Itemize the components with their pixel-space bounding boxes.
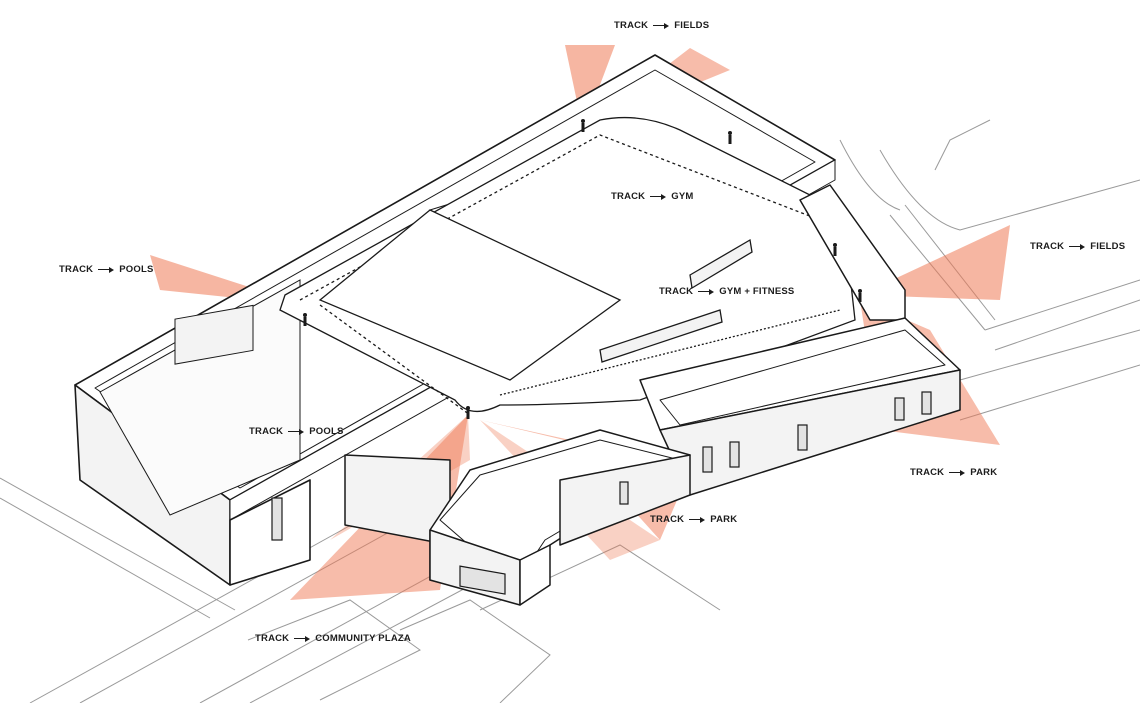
label-track-park-front: TRACK PARK (650, 514, 737, 525)
label-track-pools-left: TRACK POOLS (59, 264, 154, 275)
label-track-fields-top: TRACK FIELDS (614, 20, 709, 31)
arrow-right-icon (1069, 243, 1086, 250)
person-icons (303, 119, 862, 419)
label-from: TRACK (611, 191, 646, 202)
label-to: PARK (970, 467, 998, 478)
front-wing (344, 429, 691, 606)
label-to: COMMUNITY PLAZA (315, 633, 411, 644)
person-icon (466, 406, 470, 419)
label-from: TRACK (249, 426, 284, 437)
label-to: POOLS (309, 426, 344, 437)
person-icon (728, 131, 732, 144)
arrow-right-icon (98, 266, 115, 273)
roof-slab (318, 209, 753, 381)
label-to: POOLS (119, 264, 154, 275)
label-to: GYM + FITNESS (719, 286, 795, 297)
arrow-right-icon (689, 516, 706, 523)
person-icon (858, 289, 862, 302)
label-to: FIELDS (674, 20, 710, 31)
label-from: TRACK (659, 286, 694, 297)
windows (271, 391, 932, 595)
person-icon (581, 119, 585, 132)
label-to: FIELDS (1090, 241, 1126, 252)
arrow-right-icon (949, 469, 966, 476)
label-track-fields-right: TRACK FIELDS (1030, 241, 1125, 252)
label-track-community-plaza: TRACK COMMUNITY PLAZA (255, 633, 411, 644)
person-icon (303, 313, 307, 326)
label-from: TRACK (910, 467, 945, 478)
label-from: TRACK (59, 264, 94, 275)
label-from: TRACK (650, 514, 685, 525)
arrow-right-icon (653, 22, 670, 29)
arrow-right-icon (650, 193, 667, 200)
person-icon (833, 243, 837, 256)
label-track-gym-fitness: TRACK GYM + FITNESS (659, 286, 794, 297)
label-from: TRACK (614, 20, 649, 31)
label-track-pools-inner: TRACK POOLS (249, 426, 344, 437)
label-to: PARK (710, 514, 738, 525)
arrow-right-icon (288, 428, 305, 435)
label-from: TRACK (255, 633, 290, 644)
label-track-gym: TRACK GYM (611, 191, 694, 202)
label-to: GYM (671, 191, 694, 202)
arrow-right-icon (294, 635, 311, 642)
arrow-right-icon (698, 288, 715, 295)
label-from: TRACK (1030, 241, 1065, 252)
label-track-park-right: TRACK PARK (910, 467, 997, 478)
